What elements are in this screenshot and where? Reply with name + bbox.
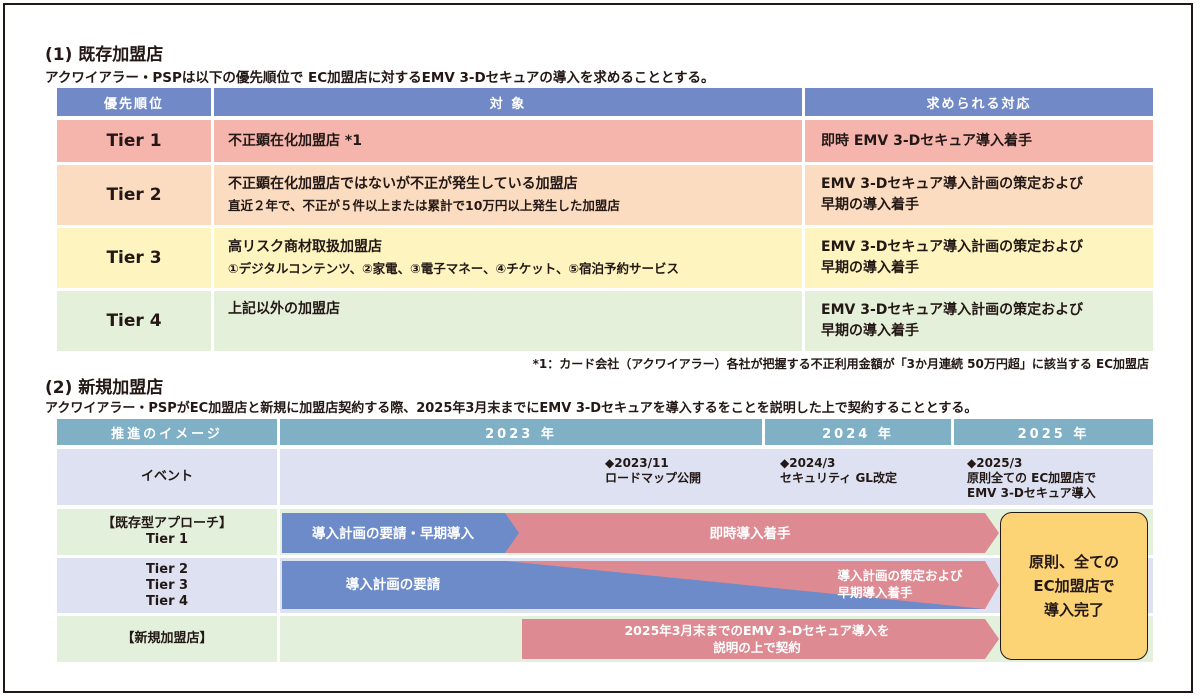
document-frame: (1) 既存加盟店 アクワイアラー・PSPは以下の優先順位で EC加盟店に対する… [3, 3, 1193, 693]
tier4-row-label: Tier 4 [145, 593, 189, 609]
footnote: *1：カード会社（アクワイアラー）各社が把握する不正利用金額が「3か月連続 50… [532, 357, 1149, 371]
section1-heading: (1) 既存加盟店 [45, 45, 164, 65]
event-2024-3: ◆2024/3 セキュリティ GL改定 [780, 456, 897, 486]
tier3-target: 高リスク商材取扱加盟店 ①デジタルコンテンツ、②家電、③電子マネー、④チケット、… [214, 228, 802, 288]
tier2-label: Tier 2 [57, 165, 211, 225]
tier2-target-line1: 不正顕在化加盟店ではないが不正が発生している加盟店 [228, 176, 578, 192]
tier1-response: 即時 EMV 3-Dセキュア導入着手 [805, 120, 1153, 162]
tier3-target-line1: 高リスク商材取扱加盟店 [228, 239, 382, 255]
tier4-response: EMV 3-Dセキュア導入計画の策定および 早期の導入着手 [805, 291, 1153, 351]
header-target: 対 象 [214, 88, 802, 116]
tier1-response-line1: 即時 EMV 3-Dセキュア導入着手 [821, 132, 1032, 149]
goal-box: 原則、全ての EC加盟店で 導入完了 [1000, 512, 1148, 660]
tier4-label: Tier 4 [57, 291, 211, 351]
row-label-event: イベント [57, 449, 277, 505]
event-row [280, 449, 1153, 505]
tier1-request-label: 導入計画の要請・早期導入 [312, 525, 474, 542]
tier4-response-line2: 早期の導入着手 [821, 323, 919, 339]
tier1-immediate-arrow [505, 513, 999, 553]
new-merchant-label-1: 2025年3月末までのEMV 3-Dセキュア導入を [624, 623, 889, 638]
tier234-request-arrow [282, 561, 985, 609]
tier3-row-label: Tier 3 [145, 577, 189, 593]
event-text: セキュリティ GL改定 [780, 471, 897, 485]
event-text-2: EMV 3-Dセキュア導入 [967, 486, 1096, 500]
tier3-label: Tier 3 [57, 228, 211, 288]
header-response: 求められる対応 [805, 88, 1153, 116]
tier4-target: 上記以外の加盟店 [214, 291, 802, 351]
tier1-row-label: Tier 1 [145, 532, 189, 547]
existing-approach-title: 【既存型アプローチ】 [101, 516, 232, 531]
tier1-target-line1: 不正顕在化加盟店 *1 [228, 132, 362, 149]
tier1-target: 不正顕在化加盟店 *1 [214, 120, 802, 162]
section1-intro: アクワイアラー・PSPは以下の優先順位で EC加盟店に対するEMV 3-Dセキュ… [45, 70, 715, 86]
tier2-response: EMV 3-Dセキュア導入計画の策定および 早期の導入着手 [805, 165, 1153, 225]
tier3-response: EMV 3-Dセキュア導入計画の策定および 早期の導入着手 [805, 228, 1153, 288]
event-text: ロードマップ公開 [605, 471, 702, 485]
tier2-row-label: Tier 2 [145, 561, 189, 577]
tier2-response-line2: 早期の導入着手 [821, 197, 919, 213]
goal-line3: 導入完了 [1043, 601, 1104, 619]
tier1-label: Tier 1 [57, 120, 211, 162]
section2-heading: (2) 新規加盟店 [45, 378, 164, 398]
tier3-response-line1: EMV 3-Dセキュア導入計画の策定および [821, 239, 1084, 255]
tier2-response-line1: EMV 3-Dセキュア導入計画の策定および [821, 176, 1084, 192]
row-label-new: 【新規加盟店】 [57, 616, 277, 662]
year-2023: 2023 年 [280, 419, 762, 445]
goal-line1: 原則、全ての [1028, 553, 1119, 571]
tier4-response-line1: EMV 3-Dセキュア導入計画の策定および [821, 302, 1084, 318]
tier4-target-line1: 上記以外の加盟店 [228, 301, 340, 317]
tier3-response-line2: 早期の導入着手 [821, 260, 919, 276]
new-merchant-label-2: 説明の上で契約 [713, 640, 801, 655]
event-2025-3: ◆2025/3 原則全ての EC加盟店で EMV 3-Dセキュア導入 [967, 456, 1096, 501]
timeline-arrows: 導入計画の要請・早期導入 即時導入着手 導入計画の要請 導入計画の策定および 早… [282, 513, 999, 659]
event-date: ◆2025/3 [967, 456, 1023, 470]
header-priority: 優先順位 [57, 88, 211, 116]
year-2025: 2025 年 [954, 419, 1153, 445]
new-merchant-arrow [522, 619, 999, 659]
tier234-plan-label-2: 早期導入着手 [837, 585, 913, 600]
section2-intro: アクワイアラー・PSPがEC加盟店と新規に加盟店契約する際、2025年3月末まで… [45, 401, 978, 416]
tier2-target-line2: 直近２年で、不正が５件以上または累計で10万円以上発生した加盟店 [228, 198, 620, 213]
tier2-target: 不正顕在化加盟店ではないが不正が発生している加盟店 直近２年で、不正が５件以上ま… [214, 165, 802, 225]
tier234-request-label: 導入計画の要請 [346, 576, 441, 593]
event-2023-11: ◆2023/11 ロードマップ公開 [605, 456, 701, 486]
tier1-request-arrow [282, 513, 519, 553]
timeline-header-label: 推進のイメージ [57, 419, 277, 445]
row-label-existing-tier1: 【既存型アプローチ】 Tier 1 [57, 509, 277, 555]
event-date: ◆2024/3 [780, 456, 836, 470]
tier3-target-line2: ①デジタルコンテンツ、②家電、③電子マネー、④チケット、⑤宿泊予約サービス [228, 261, 680, 276]
event-date: ◆2023/11 [605, 456, 669, 470]
event-text: 原則全ての EC加盟店で [967, 471, 1097, 485]
year-2024: 2024 年 [765, 419, 951, 445]
tier234-plan-label-1: 導入計画の策定および [837, 568, 963, 583]
tier1-immediate-label: 即時導入着手 [710, 525, 791, 542]
goal-line2: EC加盟店で [1033, 577, 1115, 595]
row-label-tier234: Tier 2 Tier 3 Tier 4 [57, 558, 277, 613]
